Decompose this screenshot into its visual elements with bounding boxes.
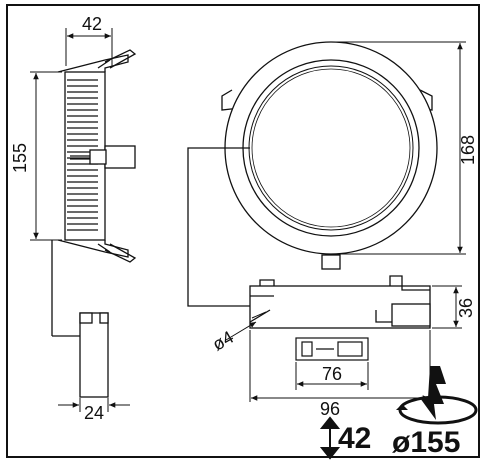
dim-label-driver-inner: 76 xyxy=(322,364,342,384)
driver-cable xyxy=(187,147,250,307)
dim-screw xyxy=(225,311,267,341)
dim-label-side-width: 42 xyxy=(82,14,102,34)
terminal-block xyxy=(295,337,369,361)
dim-label-side-height: 155 xyxy=(10,143,30,173)
dim-side-height xyxy=(30,71,62,241)
dim-connector xyxy=(58,398,130,412)
dim-side-width xyxy=(65,28,113,66)
dim-label-screw: ø4 xyxy=(209,327,237,355)
dim-driver-height xyxy=(432,285,462,329)
connector xyxy=(51,240,109,398)
dim-outer-diameter xyxy=(334,41,466,255)
drawing-border xyxy=(6,4,480,458)
driver-box xyxy=(249,275,431,329)
depth-arrow-icon xyxy=(319,416,341,460)
dim-label-outer-diameter: 168 xyxy=(458,135,478,165)
dim-label-driver-height: 36 xyxy=(456,298,476,318)
badge-depth: 42 xyxy=(338,422,371,455)
dim-label-driver-total: 96 xyxy=(320,399,340,419)
badge-cutout: ø155 xyxy=(392,426,460,459)
install-cutout-icon xyxy=(396,366,478,425)
dim-label-connector: 24 xyxy=(84,403,104,423)
front-view xyxy=(221,41,438,270)
side-terminal xyxy=(70,145,136,169)
dim-driver-inner xyxy=(295,362,369,390)
